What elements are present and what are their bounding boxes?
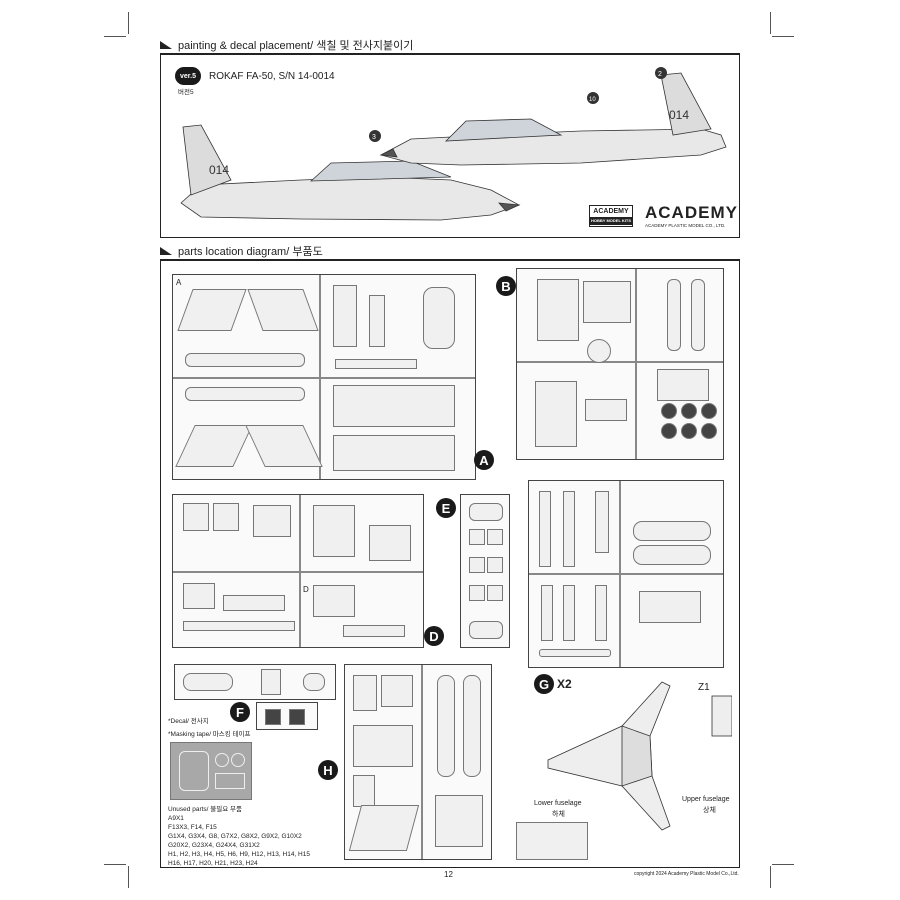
header-text: painting & decal placement/ 색칠 및 전사지붙이기: [178, 39, 414, 52]
fuselage-illustration: [547, 681, 732, 831]
frame-d-letter: D: [303, 585, 309, 594]
tail-number-left: 014: [209, 163, 229, 177]
decal-note: *Decal/ 전사지: [168, 718, 209, 725]
small-logo: ACADEMY HOBBY MODEL KITS: [589, 205, 633, 227]
callout-2: [655, 67, 667, 79]
frame-g: [528, 480, 724, 668]
frame-b-badge: B: [496, 276, 516, 296]
big-logo-sub: ACADEMY PLASTIC MODEL CO., LTD.: [645, 223, 726, 228]
frame-d-badge: D: [424, 626, 444, 646]
section-header-painting: painting & decal placement/ 색칠 및 전사지붙이기: [160, 36, 740, 54]
crop-mark: [128, 866, 129, 888]
frame-f-badge: F: [230, 702, 250, 722]
lower-fuselage-piece: [516, 822, 588, 860]
masking-note: *Masking tape/ 마스킹 테이프: [168, 731, 251, 738]
crop-mark: [770, 866, 771, 888]
aircraft-right-view: [379, 72, 727, 166]
crop-mark: [772, 864, 794, 865]
crop-mark: [772, 36, 794, 37]
unused-title: Unused parts/ 불필요 부품: [168, 806, 242, 813]
big-logo: ACADEMY: [645, 203, 738, 222]
small-logo-text: ACADEMY: [593, 208, 629, 215]
callout-3: [369, 130, 381, 142]
triangle-icon: [160, 40, 172, 49]
section-header-parts: parts location diagram/ 부품도: [160, 242, 740, 260]
frame-e: [460, 494, 510, 648]
frame-a: A: [172, 274, 476, 480]
frame-f: [174, 664, 336, 700]
lower-fuselage-label: Lower fuselage: [534, 800, 582, 807]
unused-line: F13X3, F14, F15: [168, 824, 217, 831]
frame-g-multiplier: X2: [557, 677, 572, 691]
crop-mark: [128, 12, 129, 34]
frame-a-letter: A: [176, 278, 182, 287]
small-logo-sub: HOBBY MODEL KITS: [590, 217, 632, 225]
frame-g-badge: G: [534, 674, 554, 694]
svg-text:10: 10: [589, 97, 596, 103]
frame-a-badge: A: [474, 450, 494, 470]
frame-b: [516, 268, 724, 460]
version-sub: 버전5: [178, 89, 194, 96]
z1-label: Z1: [698, 682, 710, 693]
unused-line: G1X4, G3X4, G8, G7X2, G8X2, G9X2, G10X2: [168, 833, 302, 840]
upper-fuselage-label: Upper fuselage: [682, 796, 730, 803]
header-text: parts location diagram/ 부품도: [178, 245, 323, 258]
unused-line: H16, H17, H20, H21, H23, H24: [168, 860, 258, 867]
copyright: copyright 2024 Academy Plastic Model Co.…: [634, 871, 739, 877]
frame-e-badge: E: [436, 498, 456, 518]
masking-tape-sheet: [170, 742, 252, 800]
aircraft-left-view: [180, 124, 521, 221]
frame-h: [344, 664, 492, 860]
unused-line: H1, H2, H3, H4, H5, H6, H9, H12, H13, H1…: [168, 851, 310, 858]
lower-fuselage-kr: 하체: [552, 811, 565, 818]
page-number: 12: [444, 870, 453, 879]
frame-f-sub: [256, 702, 318, 730]
unused-line: A9X1: [168, 815, 184, 822]
version-badge: ver.5: [175, 67, 201, 85]
crop-mark: [770, 12, 771, 34]
upper-fuselage-kr: 상체: [703, 807, 716, 814]
callout-10: [587, 92, 599, 104]
aircraft-illustration: 014 014 3 10 2: [180, 67, 727, 221]
crop-mark: [104, 864, 126, 865]
frame-h-badge: H: [318, 760, 338, 780]
aircraft-title: ROKAF FA-50, S/N 14-0014: [209, 71, 335, 82]
frame-d: D: [172, 494, 424, 648]
triangle-icon: [160, 246, 172, 255]
unused-line: G20X2, G23X4, G24X4, G31X2: [168, 842, 260, 849]
svg-text:3: 3: [372, 134, 376, 141]
tail-number-right: 014: [669, 108, 689, 122]
painting-box: ver.5 버전5 ROKAF FA-50, S/N 14-0014 014 0…: [160, 54, 740, 238]
svg-text:2: 2: [658, 71, 662, 78]
crop-mark: [104, 36, 126, 37]
